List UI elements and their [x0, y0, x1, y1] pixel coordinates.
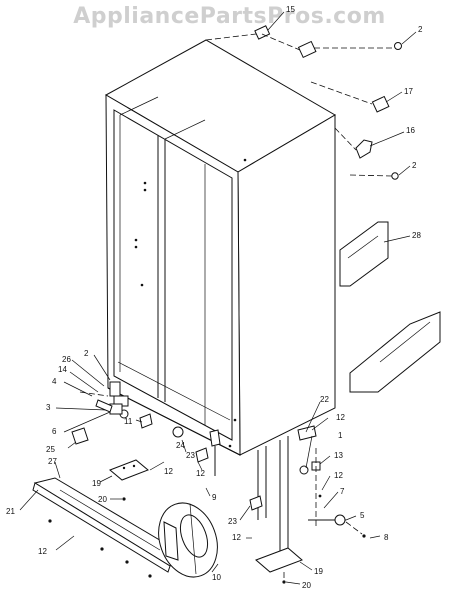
label-10: 10: [212, 573, 221, 582]
roller-24: [172, 426, 184, 438]
label-19: 19: [314, 567, 323, 576]
label-12: 12: [196, 469, 205, 478]
bracket-25: [71, 427, 89, 445]
label-20: 20: [98, 495, 107, 504]
kickplate: [32, 477, 192, 578]
screw-20b: [282, 572, 286, 584]
label-7: 7: [340, 487, 345, 496]
label-26: 26: [62, 355, 71, 364]
label-19: 19: [92, 479, 101, 488]
fitting-upper: [261, 33, 392, 59]
bracket-19b: [255, 547, 303, 573]
label-9: 9: [212, 493, 217, 502]
label-5: 5: [360, 511, 365, 520]
label-28: 28: [412, 231, 421, 240]
label-12: 12: [38, 547, 47, 556]
leader-lines: [19, 11, 417, 585]
label-20: 20: [302, 581, 311, 590]
label-4: 4: [52, 377, 57, 386]
label-24: 24: [176, 441, 185, 450]
screw-20a: [122, 497, 126, 501]
leg-right: [279, 436, 289, 556]
label-23: 23: [228, 517, 237, 526]
label-15: 15: [286, 5, 295, 14]
label-2: 2: [418, 25, 423, 34]
label-2: 2: [412, 161, 417, 170]
bracket-23a: [195, 447, 209, 463]
fitting-17: [310, 81, 390, 113]
label-14: 14: [58, 365, 67, 374]
label-22: 22: [320, 395, 329, 404]
bracket-16: [334, 127, 373, 159]
label-12: 12: [232, 533, 241, 542]
label-12: 12: [164, 467, 173, 476]
label-3: 3: [46, 403, 51, 412]
label-11: 11: [124, 417, 133, 426]
bracket-11: [139, 413, 153, 429]
label-12: 12: [336, 413, 345, 422]
screw-2b: [349, 172, 399, 180]
caster-assembly: [308, 448, 366, 538]
label-8: 8: [384, 533, 389, 542]
watermark: AppliancePartsPros.com: [73, 4, 386, 29]
label-6: 6: [52, 427, 57, 436]
hinge-assembly: [79, 381, 129, 419]
label-21: 21: [6, 507, 15, 516]
label-13: 13: [334, 451, 343, 460]
coil-10: [158, 502, 218, 578]
label-25: 25: [46, 445, 55, 454]
label-23: 23: [186, 451, 195, 460]
label-27: 27: [48, 457, 57, 466]
screw-2a: [394, 42, 402, 50]
bracket-22: [297, 425, 321, 475]
leveler-9: [209, 429, 221, 476]
panel-28-lower: [349, 311, 441, 393]
leg-left: [249, 446, 267, 520]
label-16: 16: [406, 126, 415, 135]
label-2: 2: [84, 349, 89, 358]
label-12: 12: [334, 471, 343, 480]
panel-28-upper: [339, 221, 389, 287]
fitting-15: [205, 25, 271, 41]
label-17: 17: [404, 87, 413, 96]
cabinet: [104, 39, 336, 456]
bracket-19a: [109, 459, 149, 481]
part-labels: 15 2 17 16 2 28 2 26 14 4 3 6 25 11 24 2…: [6, 5, 423, 590]
label-1: 1: [338, 431, 343, 440]
